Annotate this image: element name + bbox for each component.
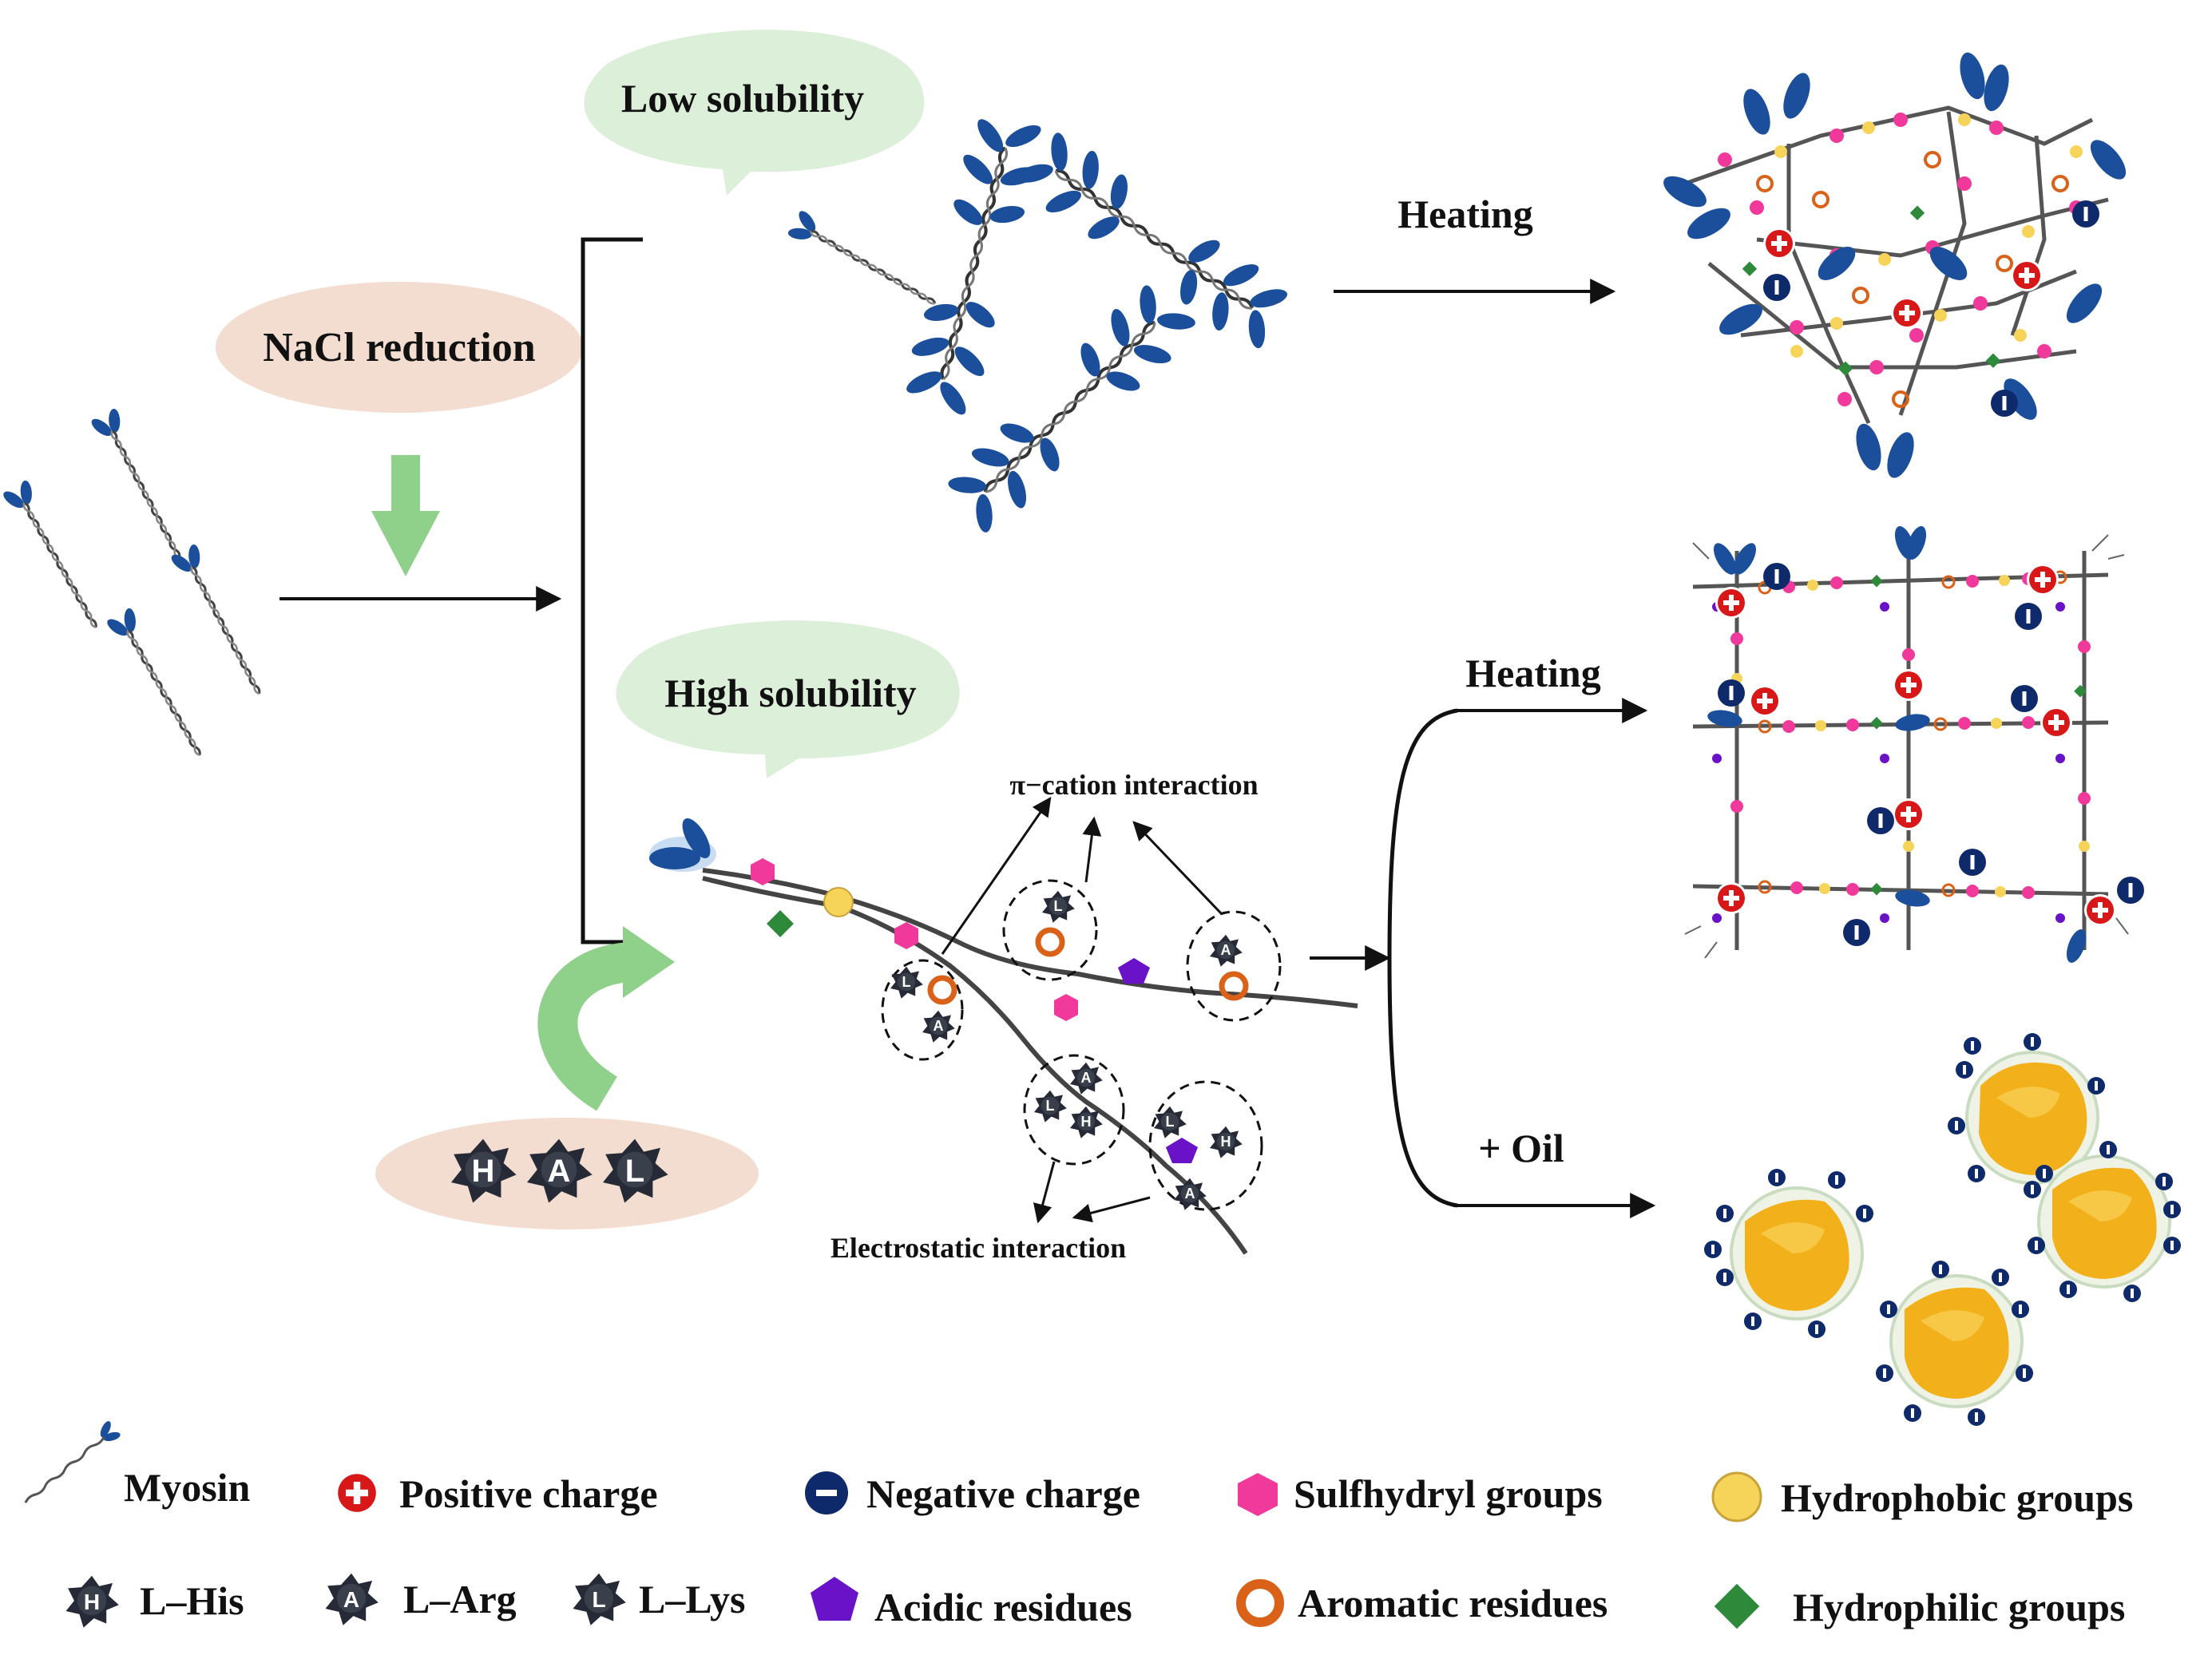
branch-curve bbox=[1387, 708, 1458, 1208]
legend-sulfhydryl-label: Sulfhydryl groups bbox=[1294, 1471, 1603, 1516]
legend-acidic-label: Acidic residues bbox=[874, 1585, 1132, 1629]
legend-lys: L L–Lys bbox=[573, 1573, 745, 1625]
high-solubility-label: High solubility bbox=[664, 671, 916, 715]
legend-hydrophobic: Hydrophobic groups bbox=[1711, 1471, 2133, 1522]
svg-text:A: A bbox=[1185, 1186, 1195, 1202]
aromatic-icon bbox=[1236, 1579, 1284, 1627]
branch-bracket bbox=[581, 237, 643, 944]
legend-lys-label: L–Lys bbox=[639, 1577, 745, 1621]
positive-charge-icon bbox=[335, 1471, 379, 1515]
electrostatic-label: Electrostatic interaction bbox=[830, 1232, 1126, 1264]
svg-text:H: H bbox=[1081, 1114, 1092, 1130]
heating-mid-label: Heating bbox=[1465, 651, 1600, 695]
myosin-icon bbox=[24, 1421, 121, 1503]
green-down-arrow bbox=[371, 455, 440, 576]
hal-a: A bbox=[548, 1154, 571, 1189]
heating-top-label: Heating bbox=[1397, 192, 1532, 236]
svg-text:H: H bbox=[84, 1590, 100, 1614]
hydrophobic-icon bbox=[1711, 1471, 1762, 1522]
svg-text:L: L bbox=[1166, 1114, 1175, 1130]
low-solubility-label: Low solubility bbox=[621, 76, 864, 121]
svg-text:L: L bbox=[592, 1587, 605, 1612]
pi-cation-label: π−cation interaction bbox=[1009, 769, 1258, 801]
legend: Myosin Positive charge Negative charge S… bbox=[24, 1421, 2133, 1629]
oil-label: + Oil bbox=[1478, 1126, 1564, 1170]
legend-aromatic: Aromatic residues bbox=[1236, 1579, 1607, 1627]
legend-negative: Negative charge bbox=[805, 1471, 1140, 1516]
legend-his: H L–His bbox=[65, 1575, 244, 1628]
legend-arg-label: L–Arg bbox=[403, 1577, 517, 1621]
nacl-reduction-bubble: NaCl reduction bbox=[216, 282, 583, 413]
ordered-gel-network bbox=[1684, 526, 2144, 963]
svg-text:A: A bbox=[934, 1018, 944, 1034]
hydrophilic-icon bbox=[1714, 1583, 1760, 1629]
low-solubility-bubble: Low solubility bbox=[584, 30, 925, 196]
legend-myosin: Myosin bbox=[24, 1421, 251, 1510]
legend-myosin-label: Myosin bbox=[124, 1465, 251, 1510]
svg-text:L: L bbox=[1046, 1098, 1055, 1114]
nacl-reduction-label: NaCl reduction bbox=[263, 325, 535, 370]
sulfhydryl-icon bbox=[1238, 1473, 1278, 1516]
high-solubility-bubble: High solubility bbox=[616, 620, 960, 778]
legend-sulfhydryl: Sulfhydryl groups bbox=[1238, 1471, 1603, 1516]
svg-text:L: L bbox=[1054, 898, 1063, 914]
legend-arg: A L–Arg bbox=[325, 1573, 517, 1625]
legend-hydrophilic-label: Hydrophilic groups bbox=[1793, 1585, 2125, 1629]
legend-acidic: Acidic residues bbox=[811, 1577, 1132, 1629]
negative-charge-icon bbox=[805, 1471, 848, 1514]
hal-bubble: H A L bbox=[375, 1118, 759, 1229]
emulsion-droplets bbox=[1704, 1033, 2181, 1426]
legend-hydrophilic: Hydrophilic groups bbox=[1714, 1583, 2125, 1629]
aggregated-gel-network bbox=[1663, 52, 2127, 478]
legend-aromatic-label: Aromatic residues bbox=[1298, 1581, 1607, 1625]
hal-myosin-complex: L A L A A L H L H A bbox=[649, 797, 1358, 1255]
svg-text:A: A bbox=[343, 1587, 359, 1612]
legend-hydrophobic-label: Hydrophobic groups bbox=[1781, 1475, 2133, 1520]
svg-text:A: A bbox=[1221, 942, 1231, 958]
hal-h: H bbox=[472, 1154, 495, 1189]
svg-text:L: L bbox=[902, 974, 911, 990]
myosin-aggregates bbox=[782, 102, 1306, 545]
legend-his-label: L–His bbox=[140, 1578, 244, 1623]
native-myosin-group bbox=[0, 402, 276, 766]
hal-l: L bbox=[625, 1154, 644, 1189]
green-curved-arrow bbox=[537, 926, 675, 1111]
acidic-icon bbox=[811, 1577, 858, 1621]
legend-negative-label: Negative charge bbox=[866, 1471, 1140, 1516]
legend-positive-label: Positive charge bbox=[399, 1471, 658, 1516]
svg-text:H: H bbox=[1221, 1134, 1231, 1150]
legend-positive: Positive charge bbox=[335, 1471, 658, 1516]
svg-text:A: A bbox=[1081, 1070, 1092, 1086]
